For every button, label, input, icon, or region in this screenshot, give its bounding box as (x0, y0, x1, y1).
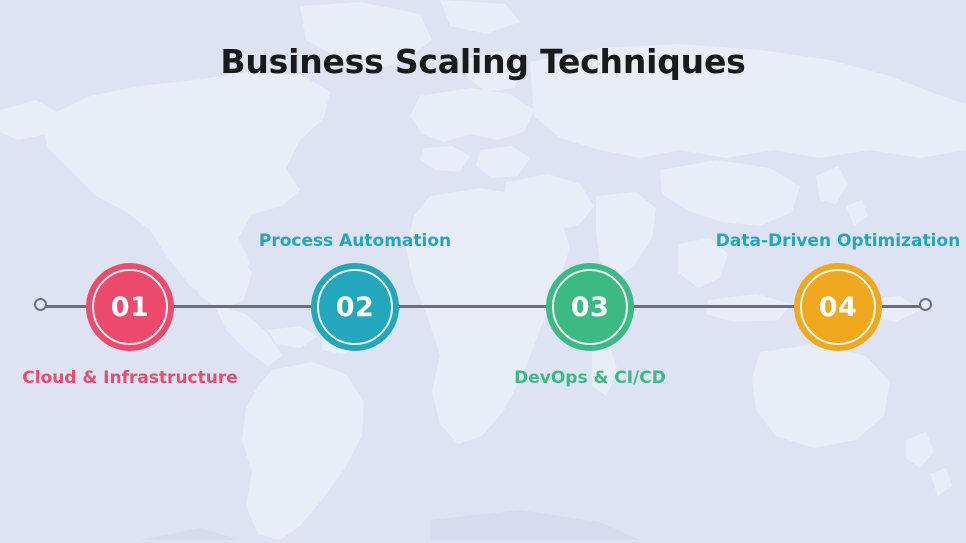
step-label-03: DevOps & CI/CD (514, 368, 666, 388)
timeline-step-02: 02 Process Automation (225, 0, 485, 543)
step-number-03: 03 (570, 291, 610, 323)
step-label-02: Process Automation (258, 230, 452, 251)
step-marker-02[interactable]: 02 (311, 263, 399, 351)
step-marker-01[interactable]: 01 (86, 263, 174, 351)
step-number-04: 04 (818, 291, 858, 323)
step-marker-04[interactable]: 04 (794, 263, 882, 351)
timeline-end-cap-icon (919, 298, 932, 311)
timeline-start-cap-icon (34, 298, 47, 311)
step-label-01: Cloud & Infrastructure (22, 368, 238, 388)
timeline-step-03: 03 DevOps & CI/CD (460, 0, 720, 543)
step-number-02: 02 (335, 291, 375, 323)
page-title: Business Scaling Techniques (220, 42, 746, 81)
step-marker-03[interactable]: 03 (546, 263, 634, 351)
step-number-01: 01 (110, 291, 150, 323)
timeline-step-01: 01 Cloud & Infrastructure (0, 0, 260, 543)
timeline-step-04: 04 Data-Driven Optimization (708, 0, 966, 543)
step-label-04: Data-Driven Optimization (715, 230, 961, 251)
timeline-rail (40, 305, 926, 308)
